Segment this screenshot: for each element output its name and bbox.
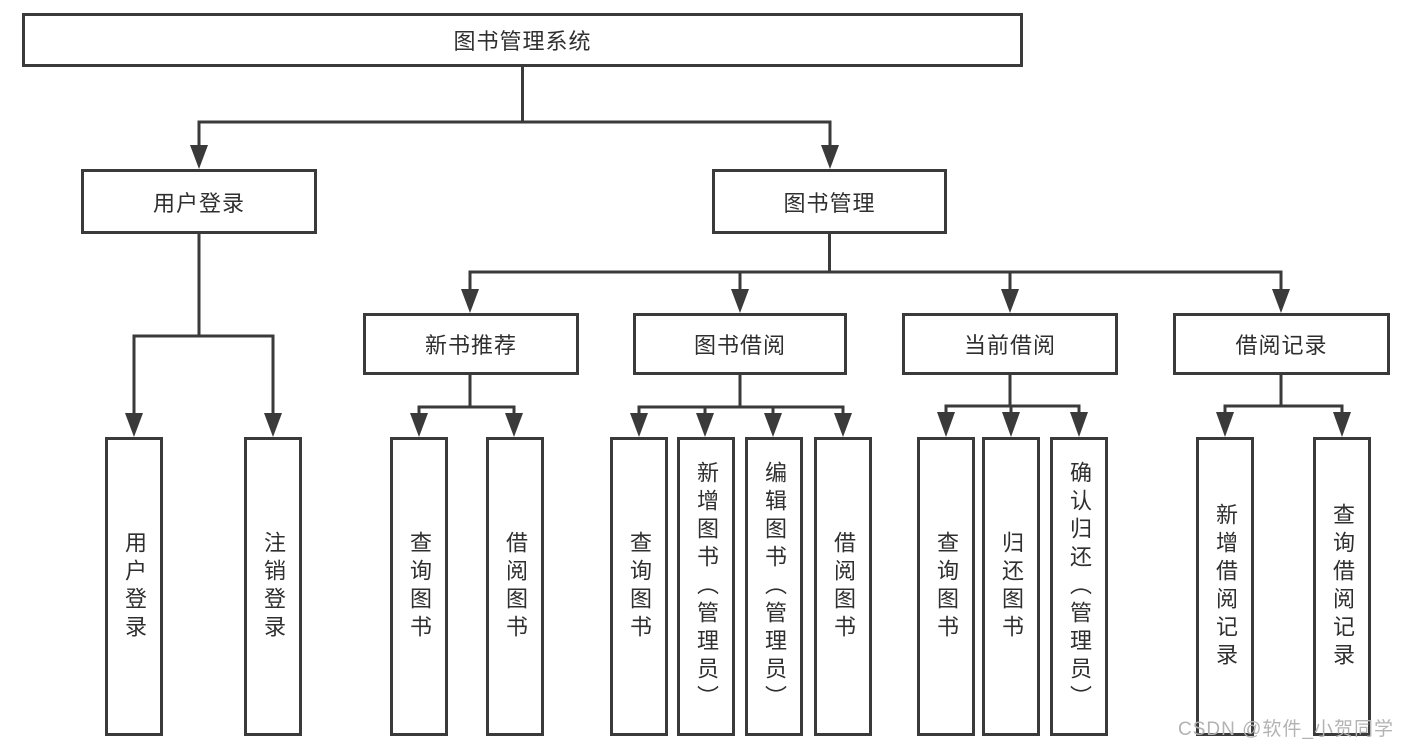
node-label: 注销登录 (261, 530, 286, 643)
node-current-borrowing: 当前借阅 (902, 313, 1118, 375)
node-label: 查询图书 (934, 530, 959, 643)
node-label: 用户登录 (152, 190, 245, 216)
node-library-system: 图书管理系统 (22, 13, 1023, 67)
node-leaf-current-confirm-return-admin: 确认归还（管理员） (1050, 437, 1108, 736)
node-label: 编辑图书（管理员） (762, 460, 787, 713)
node-user-login: 用户登录 (81, 169, 317, 234)
node-label: 当前借阅 (963, 333, 1056, 358)
node-label: 新书推荐 (424, 333, 517, 358)
node-label: 图书管理 (783, 190, 876, 216)
connector-mgmt-to-level3 (461, 234, 1290, 313)
node-book-borrowing: 图书借阅 (633, 313, 847, 375)
connector-login-to-leaves (125, 234, 282, 437)
node-leaf-recommend-borrow-books: 借阅图书 (486, 437, 544, 736)
node-leaf-recommend-query-books: 查询图书 (390, 437, 448, 736)
node-label: 借阅图书 (503, 530, 528, 643)
node-label: 借阅记录 (1235, 333, 1328, 358)
node-label: 查询图书 (407, 530, 432, 643)
node-leaf-logout: 注销登录 (244, 437, 302, 736)
node-leaf-add-borrow-record: 新增借阅记录 (1196, 437, 1254, 736)
node-label: 查询图书 (627, 530, 652, 643)
node-label: 图书借阅 (693, 333, 786, 358)
node-leaf-borrowing-query-books: 查询图书 (610, 437, 668, 736)
node-leaf-current-return-books: 归还图书 (982, 437, 1040, 736)
node-leaf-query-borrow-record: 查询借阅记录 (1313, 437, 1371, 736)
node-label: 用户登录 (122, 530, 147, 643)
node-leaf-borrowing-borrow-books: 借阅图书 (814, 437, 872, 736)
connector-records-to-leaves (1216, 375, 1351, 437)
node-label: 借阅图书 (831, 530, 856, 643)
node-new-book-recommend: 新书推荐 (363, 313, 579, 375)
node-label: 新增图书（管理员） (694, 460, 719, 713)
node-label: 归还图书 (999, 530, 1024, 643)
node-leaf-borrowing-edit-books-admin: 编辑图书（管理员） (745, 437, 803, 736)
node-label: 确认归还（管理员） (1067, 460, 1092, 713)
csdn-watermark: CSDN @软件_小贺同学 (1178, 719, 1394, 740)
node-book-management: 图书管理 (712, 169, 947, 234)
connector-recommend-to-leaves (410, 375, 523, 437)
node-label: 查询借阅记录 (1330, 502, 1355, 671)
node-borrowing-records: 借阅记录 (1173, 313, 1390, 375)
node-leaf-borrowing-add-books-admin: 新增图书（管理员） (677, 437, 735, 736)
connector-root-to-level2 (190, 67, 839, 169)
node-label: 新增借阅记录 (1213, 502, 1238, 671)
connector-borrowing-to-leaves (630, 375, 852, 437)
node-label: 图书管理系统 (453, 29, 592, 54)
node-leaf-user-login: 用户登录 (105, 437, 163, 736)
node-leaf-current-query-books: 查询图书 (917, 437, 975, 736)
connector-current-to-leaves (937, 374, 1088, 437)
